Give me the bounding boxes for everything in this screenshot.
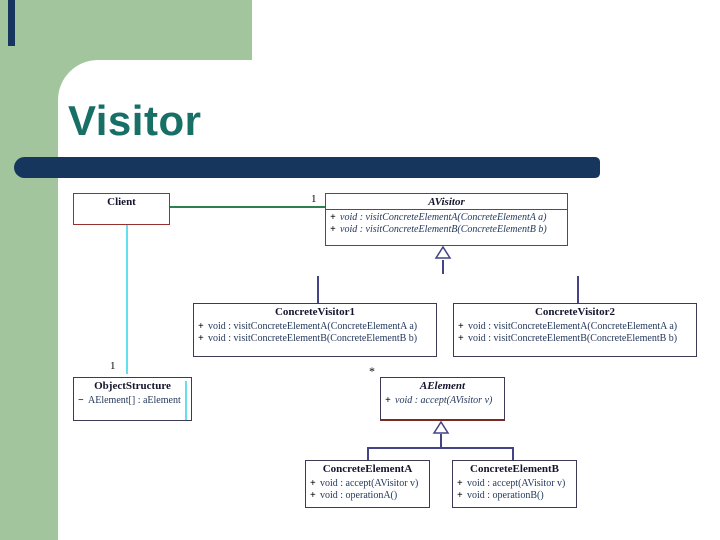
class-member: +void : visitConcreteElementB(ConcreteEl… (198, 333, 418, 344)
association-objectstructure-aelement (185, 381, 187, 420)
inheritance-line-concreteelementa (367, 447, 369, 460)
association-client-objectstructure (126, 225, 128, 374)
template-navy-stripe (8, 0, 15, 46)
title-divider-bar (14, 157, 600, 178)
class-member: +void : visitConcreteElementA(ConcreteEl… (330, 212, 547, 223)
class-box-client: Client (73, 193, 170, 225)
inheritance-line-avisitor (442, 260, 444, 274)
class-box-concrete-element-a: ConcreteElementA +void : accept(AVisitor… (305, 460, 430, 508)
class-member: +void : visitConcreteElementA(ConcreteEl… (458, 321, 678, 332)
class-member: −AElement[] : aElement (78, 395, 181, 406)
inheritance-triangle-icon (432, 421, 450, 434)
class-member: +void : operationA() (310, 490, 398, 501)
class-member: +void : accept(AVisitor v) (310, 478, 419, 489)
class-box-concrete-visitor1: ConcreteVisitor1 +void : visitConcreteEl… (193, 303, 437, 357)
class-title: ConcreteVisitor2 (534, 306, 616, 318)
class-box-object-structure: ObjectStructure −AElement[] : aElement (73, 377, 192, 421)
class-title: ConcreteElementB (470, 463, 559, 475)
association-client-avisitor (170, 206, 325, 208)
class-title: Client (107, 196, 136, 208)
class-member: +void : operationB() (457, 490, 544, 501)
class-box-concrete-visitor2: ConcreteVisitor2 +void : visitConcreteEl… (453, 303, 697, 357)
inheritance-line-aelement (440, 434, 442, 448)
multiplicity-label: 1 (311, 193, 317, 205)
class-member: +void : visitConcreteElementB(ConcreteEl… (330, 224, 547, 235)
class-title: ConcreteVisitor1 (274, 306, 356, 318)
class-title: ConcreteElementA (322, 463, 413, 475)
class-member: +void : visitConcreteElementB(ConcreteEl… (458, 333, 678, 344)
class-box-avisitor: AVisitor +void : visitConcreteElementA(C… (325, 193, 568, 246)
inheritance-triangle-icon (434, 246, 452, 259)
class-member: +void : accept(AVisitor v) (385, 395, 493, 406)
multiplicity-label: 1 (110, 360, 116, 372)
inheritance-line-concretevisitor1 (317, 276, 319, 303)
class-member: +void : accept(AVisitor v) (457, 478, 566, 489)
class-member: +void : visitConcreteElementA(ConcreteEl… (198, 321, 418, 332)
class-box-aelement: AElement +void : accept(AVisitor v) (380, 377, 505, 421)
class-title: AElement (419, 380, 466, 392)
class-title: AVisitor (326, 194, 567, 210)
class-box-concrete-element-b: ConcreteElementB +void : accept(AVisitor… (452, 460, 577, 508)
class-title: ObjectStructure (94, 380, 171, 392)
multiplicity-label: * (369, 364, 375, 378)
template-green-left-band (0, 0, 58, 540)
page-title: Visitor (68, 97, 202, 144)
inheritance-tree-crossbar (367, 447, 514, 449)
inheritance-line-concretevisitor2 (577, 276, 579, 303)
inheritance-line-concreteelementb (512, 447, 514, 460)
